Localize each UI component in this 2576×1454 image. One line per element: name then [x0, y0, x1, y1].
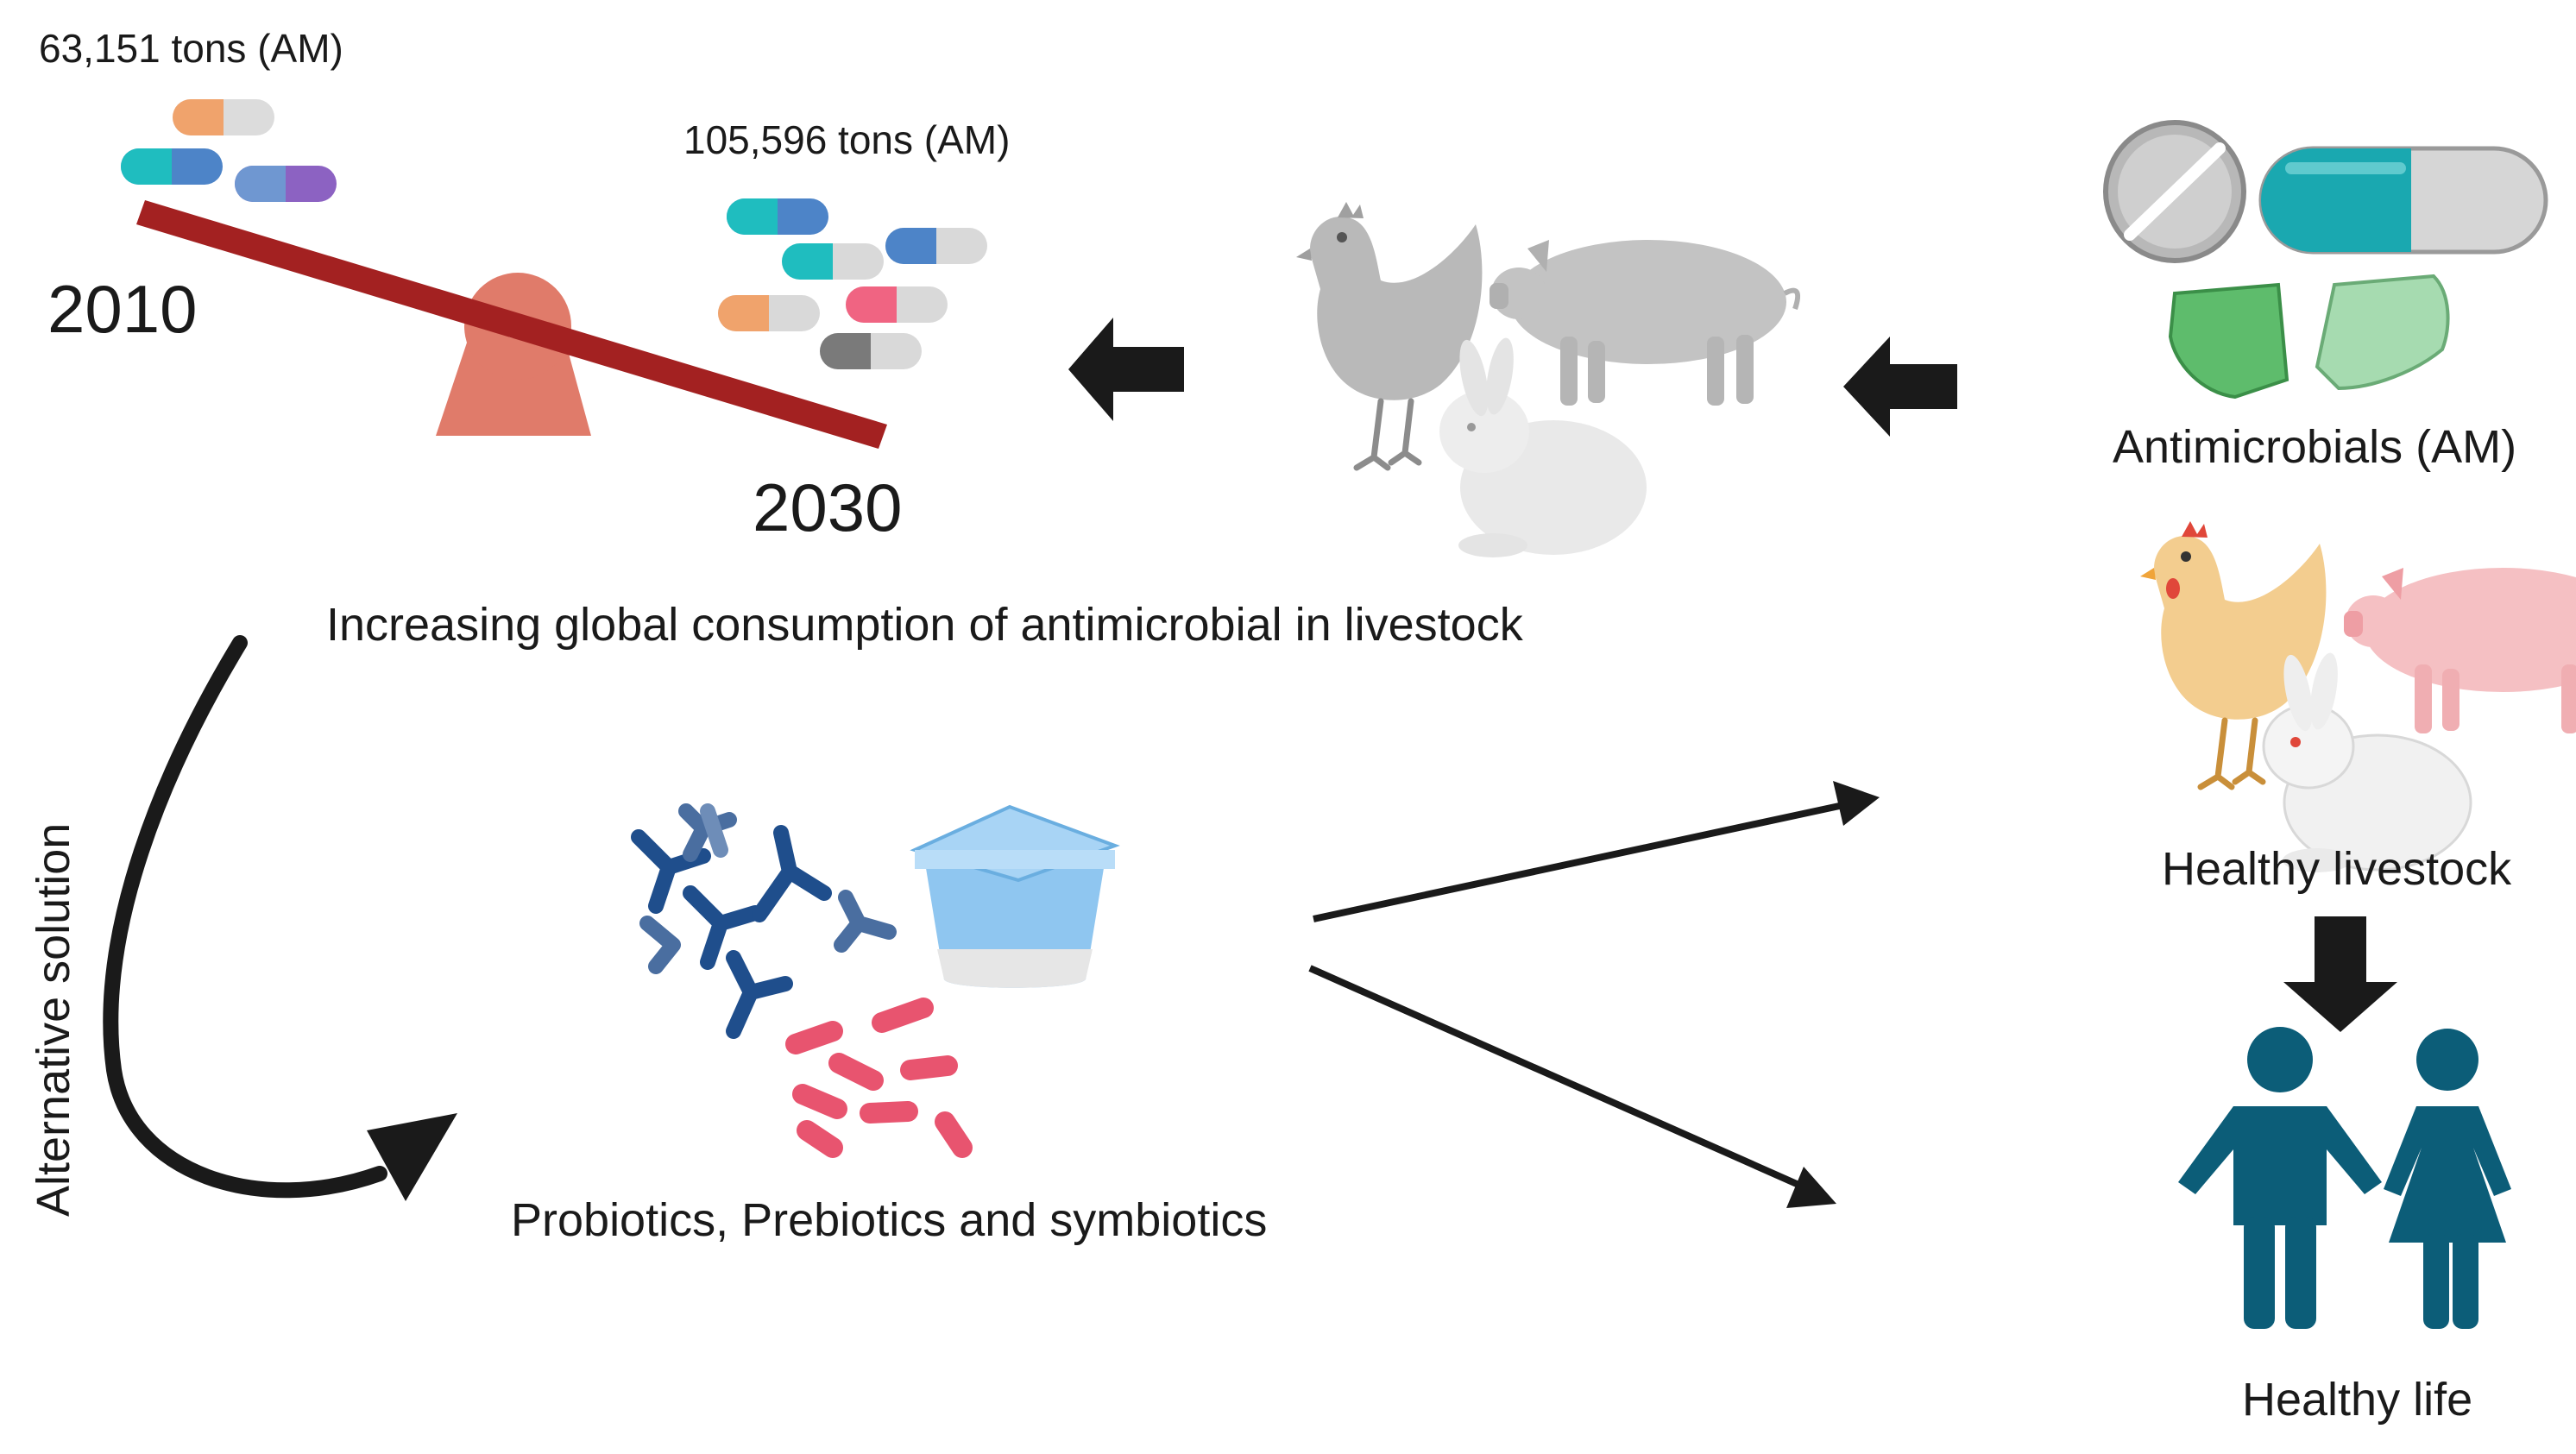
capsule-icon	[121, 148, 223, 185]
woman-icon	[2384, 1029, 2511, 1329]
chicken-icon	[2140, 521, 2327, 790]
capsule-icon	[718, 295, 820, 331]
healthy-animals	[2140, 521, 2576, 872]
year-2010-label: 2010	[47, 271, 198, 347]
pig-icon	[2344, 568, 2576, 733]
capsule-icon	[820, 333, 922, 369]
capsule-icon	[235, 166, 337, 202]
capsule-icon	[885, 228, 987, 264]
antimicrobials-label: Antimicrobials (AM)	[2113, 421, 2516, 473]
left-arrow-icon	[1068, 318, 1184, 421]
capsule-icon	[2258, 146, 2548, 255]
grey-animals	[1296, 202, 1800, 557]
rabbit-icon	[2262, 652, 2472, 872]
increasing-consumption-label: Increasing global consumption of antimic…	[326, 599, 1524, 651]
healthy-livestock-label: Healthy livestock	[2162, 843, 2512, 895]
bacteria-pink-icon	[785, 998, 973, 1158]
capsule-icon	[173, 99, 274, 135]
man-icon	[2178, 1027, 2382, 1329]
rabbit-icon	[1439, 337, 1647, 557]
capsule-icon	[846, 286, 948, 323]
probiotics-icons	[631, 803, 1120, 1158]
capsule-icon	[782, 243, 884, 280]
antimicrobial-icons	[2103, 120, 2548, 400]
tablet-icon	[2103, 120, 2246, 263]
alternative-solution-label: Alternative solution	[28, 823, 79, 1217]
capsules-2030	[718, 198, 987, 369]
pig-icon	[1490, 240, 1800, 406]
arrowhead-icon	[1833, 781, 1880, 826]
amount-2030-label: 105,596 tons (AM)	[683, 117, 1010, 162]
capsules-2010	[121, 99, 337, 202]
seesaw-icon	[136, 200, 887, 449]
year-2030-label: 2030	[753, 469, 903, 545]
yogurt-icon	[910, 804, 1120, 988]
chicken-icon	[1296, 202, 1483, 471]
bacteria-icon	[631, 803, 897, 1039]
open-capsule-icon	[2168, 274, 2450, 400]
curved-arrow-icon	[103, 635, 457, 1201]
healthy-people-icon	[2178, 1027, 2511, 1329]
arrow-to-healthy-life	[1308, 965, 1814, 1194]
arrowhead-icon	[1786, 1167, 1836, 1208]
amount-2010-label: 63,151 tons (AM)	[39, 26, 343, 71]
arrow-to-livestock	[1313, 799, 1856, 922]
left-arrow-icon	[1843, 337, 1957, 437]
capsule-icon	[727, 198, 828, 235]
diverging-arrows	[1308, 781, 1880, 1208]
probiotics-label: Probiotics, Prebiotics and symbiotics	[511, 1194, 1267, 1246]
down-arrow-icon	[2283, 916, 2397, 1032]
healthy-life-label: Healthy life	[2242, 1374, 2472, 1426]
